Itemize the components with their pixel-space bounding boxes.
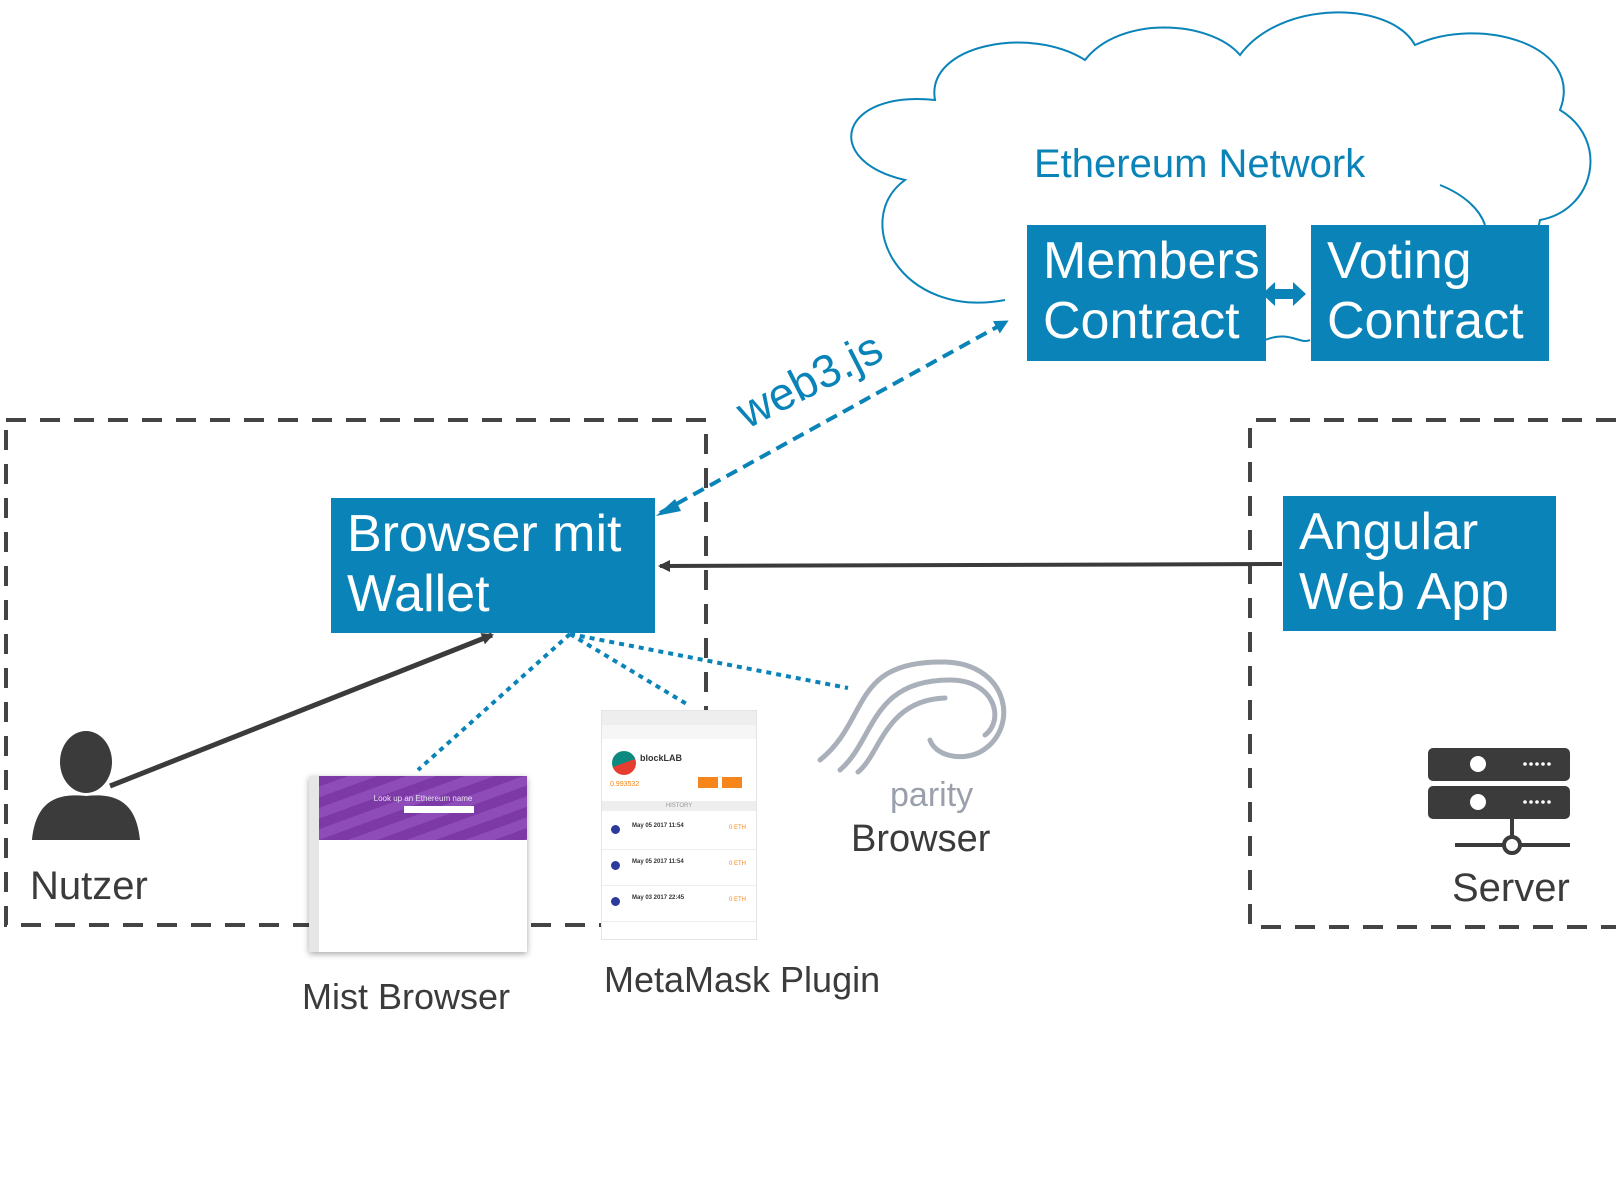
metamask-tx-amount: 0 ETH [728, 897, 746, 903]
angular-webapp-line2: Web App [1299, 563, 1510, 621]
parity-logo-text: parity [890, 776, 974, 814]
user-label: Nutzer [30, 864, 148, 908]
metamask-tx-date: May 03 2017 22:45 [632, 895, 685, 901]
server-label: Server [1452, 866, 1570, 910]
mist-header-text: Look up an Ethereum name [373, 794, 473, 803]
link-mist [416, 632, 572, 772]
metamask-tx-icon [611, 825, 620, 834]
angular-webapp-box[interactable]: Angular Web App [1283, 496, 1556, 631]
mist-browser-label: Mist Browser [302, 976, 511, 1017]
web3-connection [659, 320, 1009, 515]
members-contract-line1: Members [1043, 232, 1260, 290]
user-icon [32, 731, 140, 840]
server-icon [1428, 748, 1570, 855]
mist-header-banner: Look up an Ethereum name [319, 776, 527, 840]
members-contract-line2: Contract [1043, 292, 1240, 350]
metamask-buy-button [698, 777, 718, 788]
mist-search-input [404, 806, 474, 813]
metamask-tx-amount: 0 ETH [728, 825, 746, 831]
metamask-avatar [612, 751, 636, 775]
metamask-browser-bar [602, 711, 756, 726]
metamask-tx-amount: 0 ETH [728, 861, 746, 867]
cloud-title: Ethereum Network [1034, 142, 1366, 186]
browser-wallet-line2: Wallet [347, 565, 490, 623]
parity-logo-icon [817, 659, 1006, 775]
metamask-tx-icon [611, 897, 620, 906]
metamask-history-row: May 03 2017 22:45 0 ETH [602, 887, 756, 922]
metamask-tx-date: May 05 2017 11:54 [632, 823, 684, 829]
metamask-balance: 0.993532 [610, 781, 640, 788]
link-parity [569, 632, 849, 690]
link-metamask [568, 632, 692, 708]
mist-sidebar [309, 776, 319, 952]
parity-browser-label: Browser [851, 818, 991, 860]
metamask-plugin-label: MetaMask Plugin [604, 959, 881, 1000]
voting-contract-line2: Contract [1327, 292, 1524, 350]
web3-arrowhead-start [656, 499, 681, 516]
mist-browser-screenshot: Look up an Ethereum name [309, 776, 527, 952]
metamask-account-name: blockLAB [640, 753, 683, 763]
browser-wallet-box[interactable]: Browser mit Wallet [331, 498, 655, 633]
metamask-tx-icon [611, 861, 620, 870]
metamask-history-row: May 05 2017 11:54 0 ETH [602, 851, 756, 886]
user-to-browser-arrow [109, 632, 494, 789]
members-contract-box[interactable]: Members Contract [1027, 225, 1266, 361]
metamask-tx-date: May 05 2017 11:54 [632, 859, 684, 865]
webapp-to-browser-arrow [658, 559, 1283, 572]
cloud-inner-arc-2 [1439, 184, 1486, 226]
metamask-history-header: HISTORY [602, 801, 756, 811]
browser-wallet-line1: Browser mit [347, 505, 622, 563]
contract-link-arrow [1262, 282, 1306, 306]
metamask-history-row: May 05 2017 11:54 0 ETH [602, 815, 756, 850]
voting-contract-line1: Voting [1327, 232, 1472, 290]
voting-contract-box[interactable]: Voting Contract [1311, 225, 1549, 361]
metamask-send-button [722, 777, 742, 788]
angular-webapp-line1: Angular [1299, 503, 1479, 561]
metamask-screenshot: blockLAB 0.993532 HISTORY May 05 2017 11… [601, 710, 757, 940]
metamask-header [602, 725, 756, 739]
cloud-inner-arc-1 [1264, 335, 1311, 343]
server-region-border [1248, 418, 1616, 929]
